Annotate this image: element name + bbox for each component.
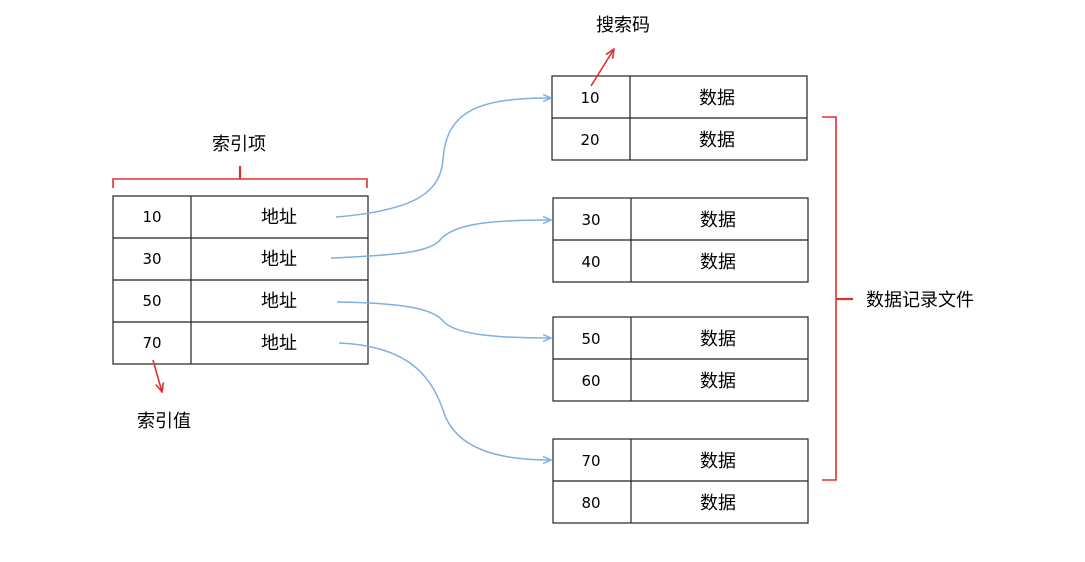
data-key-cell: 80	[581, 494, 600, 512]
data-value-cell: 数据	[700, 252, 736, 273]
pointer-arrow	[335, 98, 551, 218]
data-key-cell: 60	[581, 372, 600, 390]
data-key-cell: 30	[581, 211, 600, 229]
index-table: 10 地址 30 地址 50 地址 70 地址	[112, 195, 369, 365]
search-key-arrow	[590, 49, 614, 87]
data-key-cell: 10	[580, 89, 599, 107]
data-block: 70 数据 80 数据	[552, 438, 809, 524]
data-value-cell: 数据	[700, 371, 736, 392]
pointer-arrow	[330, 220, 551, 259]
index-key-cell: 70	[142, 334, 161, 352]
data-file-label: 数据记录文件	[866, 290, 974, 311]
data-value-cell: 数据	[700, 210, 736, 231]
data-value-cell: 数据	[700, 329, 736, 350]
data-block: 50 数据 60 数据	[552, 316, 809, 402]
pointer-arrow	[336, 301, 551, 338]
data-key-cell: 50	[581, 330, 600, 348]
data-value-cell: 数据	[699, 88, 735, 109]
index-value-label: 索引值	[137, 411, 191, 432]
index-item-label: 索引项	[212, 134, 266, 155]
data-value-cell: 数据	[700, 493, 736, 514]
pointer-arrow	[338, 342, 551, 460]
data-key-cell: 40	[581, 253, 600, 271]
index-key-cell: 10	[142, 208, 161, 226]
index-key-cell: 30	[142, 250, 161, 268]
data-block: 30 数据 40 数据	[552, 197, 809, 283]
index-item-bracket	[112, 166, 368, 188]
data-key-cell: 70	[581, 452, 600, 470]
data-key-cell: 20	[580, 131, 599, 149]
index-key-cell: 50	[142, 292, 161, 310]
index-address-cell: 地址	[261, 291, 297, 312]
data-value-cell: 数据	[700, 451, 736, 472]
index-address-cell: 地址	[261, 249, 297, 270]
index-address-cell: 地址	[261, 333, 297, 354]
data-file-bracket	[822, 116, 853, 481]
data-block: 10 数据 20 数据	[551, 75, 808, 161]
search-key-label: 搜索码	[596, 15, 650, 36]
index-value-arrow	[152, 359, 162, 392]
index-address-cell: 地址	[261, 207, 297, 228]
data-value-cell: 数据	[699, 130, 735, 151]
